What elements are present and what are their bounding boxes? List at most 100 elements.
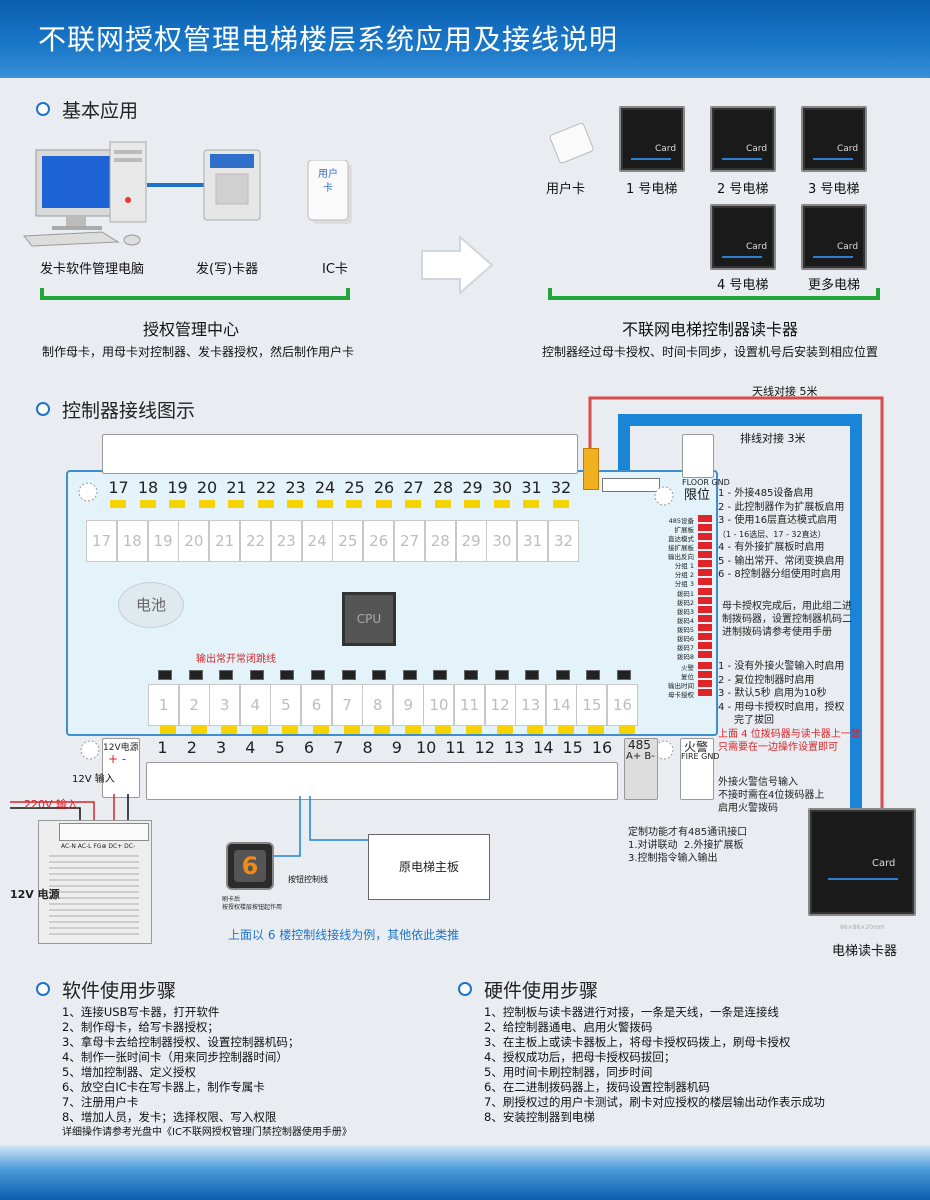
user-card-label: 用户卡: [546, 182, 586, 197]
cable-label: 排线对接 3米: [740, 432, 806, 445]
port-485-label: 485: [628, 738, 651, 752]
antenna-connector: [583, 448, 599, 490]
reader-icon: Card: [801, 204, 867, 270]
relay: 14: [545, 684, 577, 726]
led-pad: [375, 500, 392, 508]
computer-icon: [23, 141, 147, 247]
relay: 19: [147, 520, 179, 562]
button-line-label: 按钮控制线: [288, 875, 328, 884]
mount-hole-icon: [654, 486, 674, 506]
relay: 29: [455, 520, 487, 562]
jumper: [464, 670, 478, 680]
list-item: 5、用时间卡刷控制器，同步时间: [484, 1065, 653, 1079]
top-terminal-block: [102, 434, 578, 474]
psu-12v: AC-N AC-L FG⊕ DC+ DC-: [38, 820, 152, 944]
jumper: [372, 670, 387, 680]
relay: 25: [332, 520, 364, 562]
elevator-reader-icon: Card: [808, 808, 916, 916]
floor-label: 12: [474, 738, 495, 757]
hardware-steps: 1、控制板与读卡器进行对接，一条是天线，一条是连接线 2、给控制器通电、启用火警…: [484, 1005, 825, 1125]
mount-hole-icon: [78, 482, 98, 502]
floor-label: 23: [285, 478, 306, 497]
limit-small-label: FLOOR GND: [682, 478, 730, 487]
ic-card-face-label: 用户卡: [318, 169, 338, 194]
card-writer-icon: [203, 149, 261, 221]
input-220v-label: 220V 输入: [24, 798, 79, 811]
red-dip-note: 上面 4 位拨码器与读卡器上一致只需要在一边操作设置即可: [718, 729, 861, 753]
jumper: [494, 670, 509, 680]
dip-switch-group-3[interactable]: 火警复位输出时间母卡授权: [658, 662, 712, 699]
basic-section-title: 基本应用: [62, 100, 139, 122]
led-pad: [343, 726, 360, 734]
dip-label: 火警: [681, 664, 694, 672]
dip-label: 拨码8: [676, 653, 694, 661]
power-12v-label: 12V电源: [103, 743, 139, 753]
right-desc: 控制器经过母卡授权、时间卡同步，设置机号后安装到相应位置: [541, 345, 878, 359]
list-item: 1、控制板与读卡器进行对接，一条是天线，一条是连接线: [484, 1005, 779, 1019]
reader-icon: Card: [710, 106, 776, 172]
relay: 12: [484, 684, 516, 726]
floor-label: 1: [157, 738, 168, 757]
list-item: 4、授权成功后，把母卡授权码拔回；: [484, 1050, 676, 1064]
jumper: [586, 670, 601, 680]
list-item: 6、在二进制拨码器上，拨码设置控制器机码: [484, 1080, 710, 1094]
floor-label: 13: [503, 738, 525, 757]
floor-label: 28: [432, 478, 454, 497]
user-card-icon: [549, 122, 594, 164]
floor-label: 4: [245, 738, 256, 757]
button-wires: [270, 796, 368, 857]
antenna-label: 天线对接 5米: [752, 385, 818, 398]
input-12v-label: 12V 输入: [72, 774, 115, 785]
page-title: 不联网授权管理电梯楼层系统应用及接线说明: [38, 23, 619, 56]
bottom-led-row: [158, 726, 635, 736]
relay: 15: [576, 684, 608, 726]
dip-label: 拨码5: [676, 626, 694, 634]
list-item: 1、连接USB写卡器，打开软件: [62, 1005, 220, 1019]
floor-label: 27: [403, 478, 424, 497]
bottom-terminal-block: [146, 762, 618, 800]
led-pad: [313, 726, 329, 734]
footer-banner: [0, 1145, 930, 1200]
center-desc: 制作母卡，用母卡对控制器、发卡器授权，然后制作用户卡: [41, 345, 354, 359]
jumper-row: [150, 670, 631, 682]
relay: 5: [270, 684, 302, 726]
led-pad: [493, 500, 510, 508]
led-pad: [228, 500, 244, 508]
led-pad: [190, 726, 207, 734]
relay: 24: [301, 520, 333, 562]
dip-switch: [698, 642, 712, 649]
led-pad: [316, 500, 333, 508]
relay: 7: [331, 684, 363, 726]
jumper: [402, 670, 417, 680]
reader-caption: 电梯读卡器: [832, 944, 898, 959]
jumper: [280, 670, 295, 680]
psu-label: 12V 电源: [10, 888, 60, 901]
reader-label-3: 3 号电梯: [808, 182, 860, 197]
reader-label-1: 1 号电梯: [626, 182, 678, 197]
dip-switch: [698, 615, 712, 622]
dip-switch: [698, 662, 712, 669]
jumper: [249, 670, 264, 680]
led-pad: [221, 726, 238, 734]
dip-label: 拨码1: [676, 590, 694, 598]
arrow-right-icon: [421, 235, 494, 295]
dip-switch: [698, 533, 712, 540]
dip-switch: [698, 524, 712, 531]
floor-label: 3: [216, 738, 227, 757]
relay: 4: [239, 684, 271, 726]
left-green-bracket: [40, 288, 350, 300]
relay: 28: [424, 520, 456, 562]
list-item: 3、在主板上或读卡器板上，将母卡授权码拨上，刷母卡授权: [484, 1035, 791, 1049]
led-pad: [160, 726, 176, 734]
dip-switch: [698, 588, 712, 595]
dip-switch: [698, 633, 712, 640]
relay: 18: [116, 520, 148, 562]
list-item: 2、给控制器通电、启用火警拨码: [484, 1020, 653, 1034]
floor-label: 31: [521, 478, 542, 497]
